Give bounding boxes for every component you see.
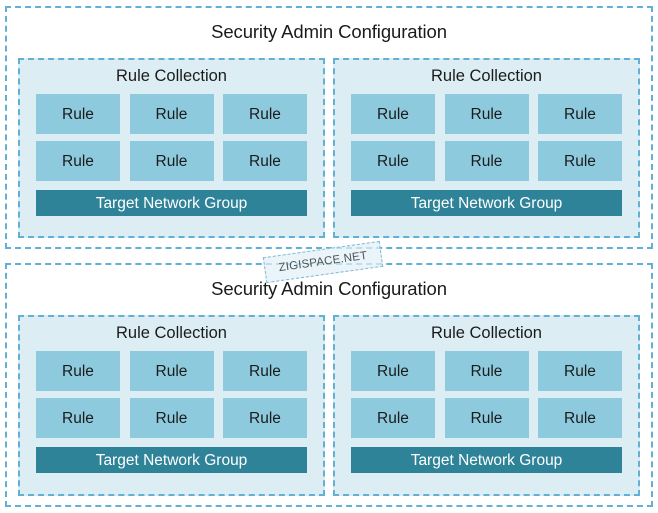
rule-row: Rule Rule Rule [36, 94, 307, 135]
rule-collection-title: Rule Collection [431, 67, 542, 85]
security-admin-configuration-panel-2: Security Admin Configuration Rule Collec… [5, 263, 653, 507]
rule-collection-1: Rule Collection Rule Rule Rule Rule Rule… [18, 58, 325, 238]
rule-collections-row: Rule Collection Rule Rule Rule Rule Rule… [18, 58, 640, 238]
rule-box: Rule [129, 351, 214, 392]
rule-box: Rule [223, 94, 307, 135]
target-network-group-bar: Target Network Group [36, 447, 307, 474]
rule-box: Rule [223, 351, 307, 392]
rule-box: Rule [444, 398, 529, 439]
rule-box: Rule [223, 141, 307, 182]
rule-box: Rule [223, 398, 307, 439]
rule-box: Rule [36, 398, 120, 439]
rule-box: Rule [36, 94, 120, 135]
rule-collection-title: Rule Collection [431, 324, 542, 342]
rule-box: Rule [129, 94, 214, 135]
rule-box: Rule [129, 398, 214, 439]
target-network-group-bar: Target Network Group [36, 190, 307, 217]
rule-collection-2: Rule Collection Rule Rule Rule Rule Rule… [333, 58, 640, 238]
rule-box: Rule [538, 398, 622, 439]
panel-title: Security Admin Configuration [211, 278, 447, 299]
rule-row: Rule Rule Rule [36, 351, 307, 392]
security-admin-configuration-panel-1: Security Admin Configuration Rule Collec… [5, 6, 653, 249]
rule-collection-title: Rule Collection [116, 324, 227, 342]
rule-row: Rule Rule Rule [36, 398, 307, 439]
rule-collection-4: Rule Collection Rule Rule Rule Rule Rule… [333, 315, 640, 496]
target-network-group-bar: Target Network Group [351, 190, 622, 217]
rule-box: Rule [538, 94, 622, 135]
rule-box: Rule [351, 398, 435, 439]
rule-box: Rule [444, 94, 529, 135]
rule-row: Rule Rule Rule [351, 351, 622, 392]
rule-row: Rule Rule Rule [351, 398, 622, 439]
rule-box: Rule [129, 141, 214, 182]
rule-box: Rule [351, 94, 435, 135]
rule-box: Rule [444, 351, 529, 392]
rule-row: Rule Rule Rule [36, 141, 307, 182]
rule-row: Rule Rule Rule [351, 94, 622, 135]
rule-box: Rule [36, 141, 120, 182]
rule-box: Rule [351, 351, 435, 392]
rule-collections-row: Rule Collection Rule Rule Rule Rule Rule… [18, 315, 640, 496]
rule-box: Rule [538, 351, 622, 392]
rule-box: Rule [444, 141, 529, 182]
rule-box: Rule [351, 141, 435, 182]
rule-collection-3: Rule Collection Rule Rule Rule Rule Rule… [18, 315, 325, 496]
target-network-group-bar: Target Network Group [351, 447, 622, 474]
rule-row: Rule Rule Rule [351, 141, 622, 182]
rule-box: Rule [538, 141, 622, 182]
rule-box: Rule [36, 351, 120, 392]
rule-collection-title: Rule Collection [116, 67, 227, 85]
panel-title: Security Admin Configuration [211, 21, 447, 42]
